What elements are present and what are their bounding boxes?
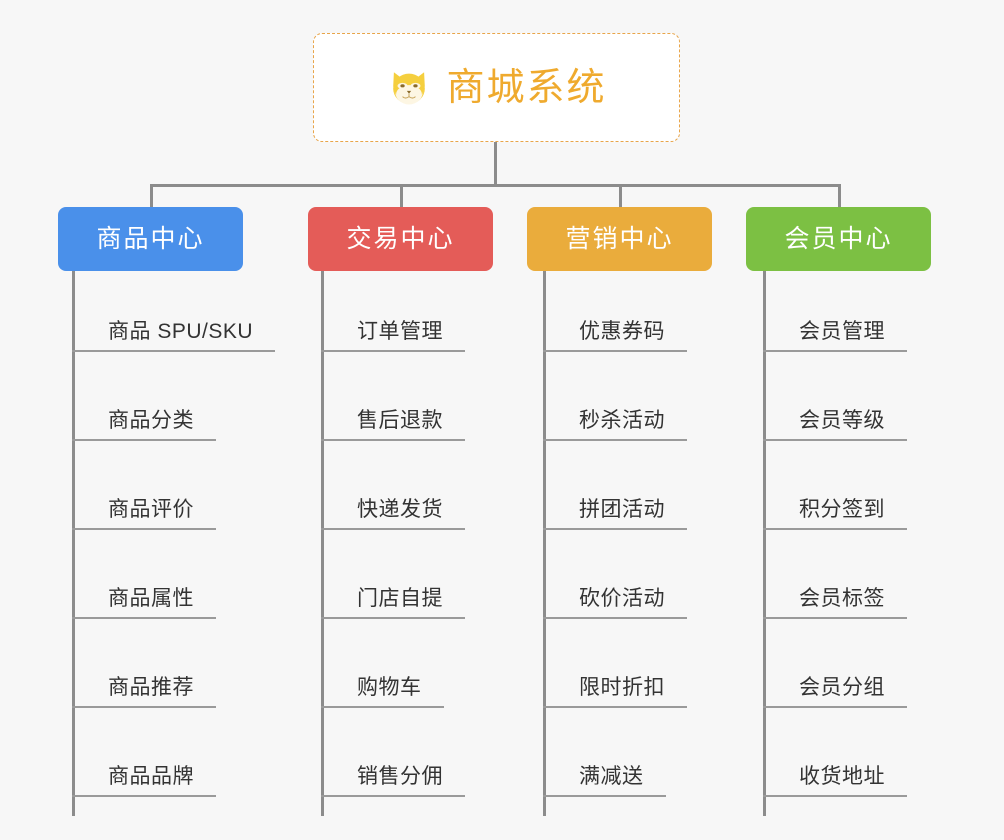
leaf-item[interactable]: 收货地址	[763, 751, 907, 797]
leaf-label: 商品品牌	[108, 764, 194, 788]
leaf-label: 订单管理	[357, 319, 443, 343]
leaf-label: 拼团活动	[579, 497, 665, 521]
category-box-2[interactable]: 交易中心	[308, 207, 493, 271]
connector-root-stem	[494, 142, 497, 186]
leaf-label: 商品评价	[108, 497, 194, 521]
leaf-item[interactable]: 会员分组	[763, 662, 907, 708]
leaf-item[interactable]: 限时折扣	[543, 662, 687, 708]
leaf-item[interactable]: 商品属性	[72, 573, 216, 619]
shiba-dog-face-icon	[386, 65, 432, 111]
leaf-item[interactable]: 销售分佣	[321, 751, 465, 797]
category-label-1: 商品中心	[96, 224, 205, 253]
category-box-3[interactable]: 营销中心	[527, 207, 712, 271]
leaf-label: 商品推荐	[108, 675, 194, 699]
leaf-label: 会员标签	[799, 586, 885, 610]
connector-drop-branch-2	[400, 184, 403, 208]
branch-trunk-2	[321, 271, 324, 816]
leaf-label: 快递发货	[357, 497, 443, 521]
leaf-label: 售后退款	[357, 408, 443, 432]
category-box-1[interactable]: 商品中心	[58, 207, 243, 271]
leaf-item[interactable]: 会员标签	[763, 573, 907, 619]
leaf-item[interactable]: 优惠券码	[543, 306, 687, 352]
connector-drop-branch-4	[838, 184, 841, 208]
leaf-item[interactable]: 秒杀活动	[543, 395, 687, 441]
leaf-item[interactable]: 门店自提	[321, 573, 465, 619]
leaf-label: 满减送	[579, 764, 644, 788]
leaf-label: 商品属性	[108, 586, 194, 610]
connector-drop-branch-1	[150, 184, 153, 208]
leaf-label: 秒杀活动	[579, 408, 665, 432]
leaf-item[interactable]: 商品品牌	[72, 751, 216, 797]
leaf-label: 积分签到	[799, 497, 885, 521]
leaf-item[interactable]: 商品分类	[72, 395, 216, 441]
connector-drop-branch-3	[619, 184, 622, 208]
leaf-item[interactable]: 购物车	[321, 662, 444, 708]
category-label-2: 交易中心	[346, 224, 455, 253]
leaf-label: 商品分类	[108, 408, 194, 432]
leaf-item[interactable]: 满减送	[543, 751, 666, 797]
branch-trunk-3	[543, 271, 546, 816]
leaf-label: 会员分组	[799, 675, 885, 699]
leaf-item[interactable]: 商品 SPU/SKU	[72, 306, 276, 352]
leaf-item[interactable]: 商品评价	[72, 484, 216, 530]
leaf-label: 收货地址	[799, 764, 885, 788]
leaf-item[interactable]: 积分签到	[763, 484, 907, 530]
leaf-item[interactable]: 售后退款	[321, 395, 465, 441]
leaf-label: 销售分佣	[357, 764, 443, 788]
leaf-item[interactable]: 会员管理	[763, 306, 907, 352]
root-title: 商城系统	[446, 66, 607, 109]
leaf-item[interactable]: 会员等级	[763, 395, 907, 441]
leaf-label: 门店自提	[357, 586, 443, 610]
leaf-item[interactable]: 砍价活动	[543, 573, 687, 619]
branch-trunk-4	[763, 271, 766, 816]
branch-trunk-1	[72, 271, 75, 816]
leaf-item[interactable]: 订单管理	[321, 306, 465, 352]
root-node-shop-system[interactable]: 商城系统	[313, 33, 680, 142]
leaf-label: 购物车	[357, 675, 422, 699]
category-box-4[interactable]: 会员中心	[746, 207, 931, 271]
leaf-item[interactable]: 拼团活动	[543, 484, 687, 530]
leaf-item[interactable]: 快递发货	[321, 484, 465, 530]
leaf-label: 商品 SPU/SKU	[108, 319, 254, 343]
connector-horizontal-bar	[151, 184, 839, 187]
leaf-label: 会员等级	[799, 408, 885, 432]
leaf-label: 限时折扣	[579, 675, 665, 699]
leaf-label: 砍价活动	[579, 586, 665, 610]
leaf-label: 优惠券码	[579, 319, 665, 343]
leaf-item[interactable]: 商品推荐	[72, 662, 216, 708]
leaf-label: 会员管理	[799, 319, 885, 343]
category-label-3: 营销中心	[565, 224, 674, 253]
category-label-4: 会员中心	[784, 224, 893, 253]
